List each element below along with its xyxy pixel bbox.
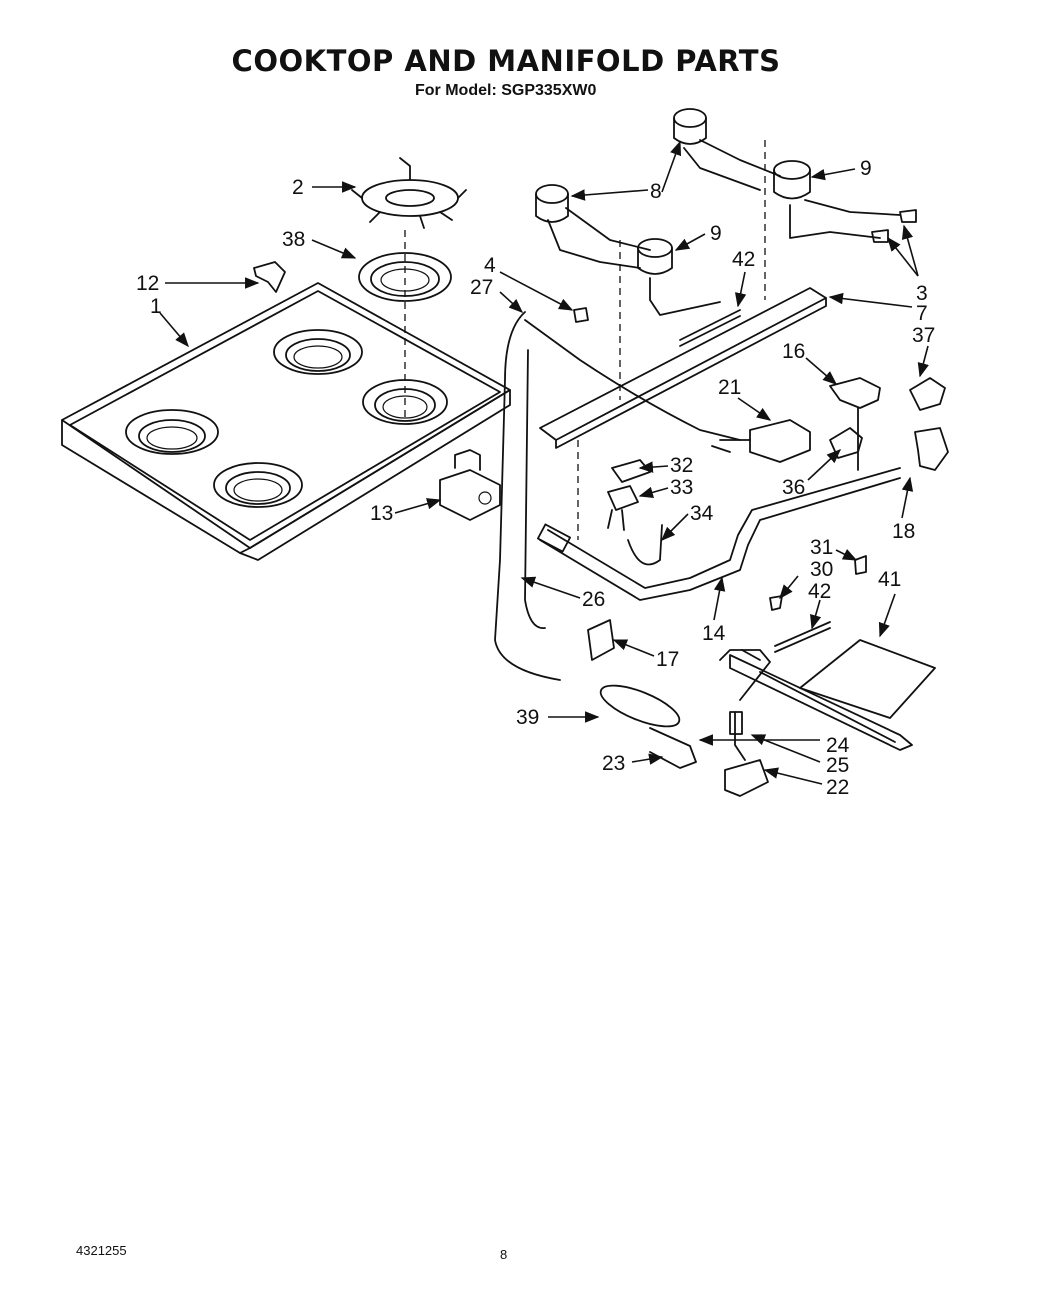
callout-41: 41 <box>878 568 901 591</box>
pipe-bracket <box>587 619 615 661</box>
surface-burner-left <box>535 184 651 269</box>
manifold-pipe <box>536 467 901 601</box>
gas-tube <box>494 311 741 681</box>
screw <box>679 309 741 347</box>
manifold-bracket <box>539 287 827 449</box>
surface-burner-right <box>673 108 781 191</box>
callout-30: 30 <box>810 558 833 581</box>
callout-27: 27 <box>470 276 493 299</box>
igniter-wire <box>627 524 663 566</box>
igniter <box>607 485 639 531</box>
screw <box>769 595 783 611</box>
pressure-regulator <box>439 449 501 521</box>
model-subtitle: For Model: SGP335XW0 <box>415 82 597 99</box>
bracket <box>909 377 946 411</box>
callout-17: 17 <box>656 648 679 671</box>
callout-14: 14 <box>702 622 726 645</box>
burner-opening <box>213 462 303 508</box>
leader-lines <box>159 140 929 785</box>
callout-24: 24 <box>826 734 850 757</box>
nut <box>573 307 589 323</box>
callout-37: 37 <box>912 324 935 347</box>
oven-valve <box>711 419 811 463</box>
callout-39: 39 <box>516 706 539 729</box>
callout-9: 9 <box>860 157 872 180</box>
mount-bracket <box>914 427 949 471</box>
burner-grate <box>351 157 467 229</box>
callout-13: 13 <box>370 502 393 525</box>
callout-26: 26 <box>582 588 605 611</box>
callout-34: 34 <box>690 502 714 525</box>
screw <box>854 555 867 575</box>
callout-33: 33 <box>670 476 693 499</box>
cooktop-panel <box>61 282 511 561</box>
oven-burner <box>719 649 913 751</box>
surface-burner-left-rear <box>637 238 721 316</box>
callout-42-lower: 42 <box>808 580 831 603</box>
orifice <box>899 209 917 223</box>
callout-8: 8 <box>650 180 662 203</box>
callout-16: 16 <box>782 340 805 363</box>
callout-12: 12 <box>136 272 159 295</box>
callout-22: 22 <box>826 776 849 799</box>
screw <box>774 621 831 653</box>
page-title: COOKTOP AND MANIFOLD PARTS <box>231 44 781 78</box>
orifice <box>871 229 889 243</box>
heat-deflector <box>799 639 936 719</box>
page-number: 8 <box>500 1247 508 1262</box>
burner-opening <box>125 409 219 455</box>
callout-38: 38 <box>282 228 305 251</box>
surface-burner-right-rear <box>773 160 901 239</box>
valve <box>829 377 881 471</box>
callout-31: 31 <box>810 536 833 559</box>
callout-18: 18 <box>892 520 915 543</box>
callout-23: 23 <box>602 752 625 775</box>
callout-21: 21 <box>718 376 741 399</box>
callout-32: 32 <box>670 454 693 477</box>
broil-burner <box>599 684 697 769</box>
callout-4: 4 <box>484 254 496 277</box>
clip <box>253 261 286 293</box>
callout-labels: 2 38 12 1 4 27 8 9 9 42 3 7 37 16 21 32 … <box>136 157 935 799</box>
callout-25: 25 <box>826 754 849 777</box>
callout-7: 7 <box>916 302 928 325</box>
safety-valve <box>724 711 769 797</box>
igniter-bracket <box>611 459 651 483</box>
callout-1: 1 <box>150 295 162 318</box>
document-number: 4321255 <box>76 1243 127 1258</box>
callout-2: 2 <box>292 176 304 199</box>
burner-opening <box>273 329 363 375</box>
callout-36: 36 <box>782 476 805 499</box>
callout-3: 3 <box>916 282 928 305</box>
callout-42: 42 <box>732 248 755 271</box>
callout-9-rear: 9 <box>710 222 722 245</box>
